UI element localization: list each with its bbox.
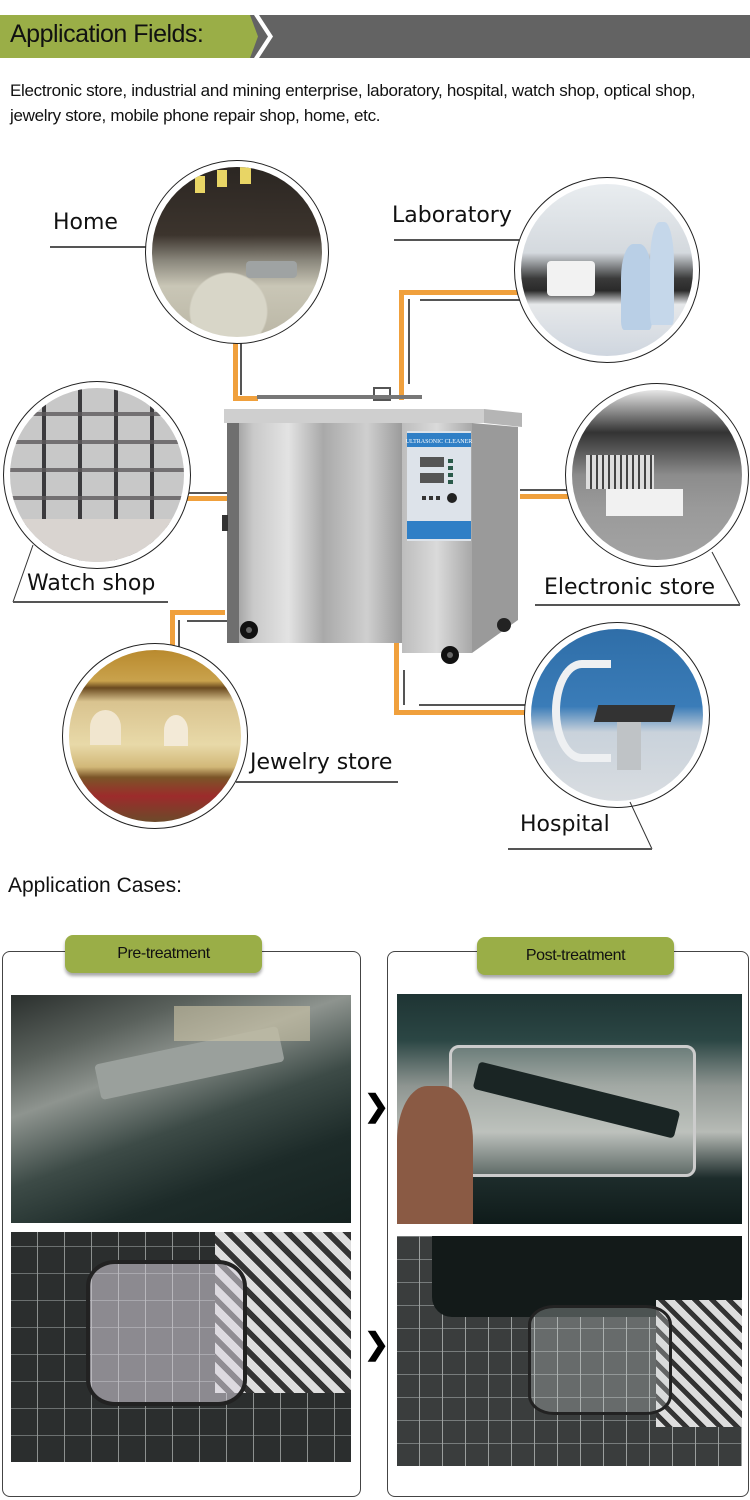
- label-underline-jewelry-store: [236, 781, 398, 783]
- header-banner-accent: [0, 15, 258, 58]
- connector-lab-gray-h: [420, 299, 530, 301]
- connector-home-orange-h: [233, 396, 258, 401]
- arrow-icon: ❯: [364, 1090, 390, 1123]
- connector-lab-gray: [408, 299, 410, 384]
- kitchen-photo: [152, 167, 322, 337]
- page-title: Application Fields:: [10, 20, 204, 48]
- field-circle-laboratory: [514, 177, 700, 363]
- field-circle-hospital: [524, 622, 710, 808]
- field-circle-watch-shop: [3, 381, 191, 569]
- clean-watch-band-photo: [397, 994, 742, 1224]
- field-circle-electronic-store: [565, 383, 749, 567]
- label-pointer-watch-shop: [12, 544, 168, 603]
- laboratory-photo: [521, 184, 693, 356]
- panel-label: ULTRASONIC CLEANER: [406, 439, 473, 445]
- connector-hospital-gray: [403, 670, 405, 705]
- label-underline-laboratory: [394, 239, 519, 241]
- label-underline-home: [50, 246, 146, 248]
- connector-watch-orange: [178, 496, 228, 501]
- connector-jewelry-gray: [178, 620, 180, 658]
- field-label-watch-shop: Watch shop: [27, 571, 156, 596]
- label-pointer-electronic-store: [535, 551, 741, 606]
- connector-jewelry-orange: [170, 610, 175, 660]
- field-label-home: Home: [53, 210, 118, 235]
- field-label-electronic-store: Electronic store: [544, 575, 716, 600]
- cases-title: Application Cases:: [8, 874, 182, 897]
- connector-hospital-orange: [394, 635, 399, 715]
- connector-home-gray: [240, 335, 242, 395]
- pre-treatment-tag: Pre-treatment: [65, 935, 262, 973]
- watch-shop-photo: [10, 388, 184, 562]
- connector-electronic-gray: [520, 489, 570, 491]
- jewelry-store-photo: [69, 650, 241, 822]
- arrow-icon: ❯: [364, 1328, 390, 1361]
- connector-electronic-orange: [520, 494, 570, 499]
- clean-glasses-photo: [397, 1236, 742, 1466]
- field-label-jewelry-store: Jewelry store: [250, 750, 393, 775]
- connector-jewelry-gray-h: [187, 620, 242, 622]
- intro-text: Electronic store, industrial and mining …: [10, 81, 696, 125]
- ultrasonic-cleaner-illustration: ULTRASONIC CLEANER: [222, 387, 522, 664]
- dirty-watch-band-photo: [11, 995, 351, 1223]
- label-pointer-hospital: [508, 801, 653, 850]
- post-treatment-tag: Post-treatment: [477, 937, 674, 975]
- field-circle-home: [145, 160, 329, 344]
- electronic-store-photo: [572, 390, 742, 560]
- connector-watch-gray: [178, 492, 228, 494]
- connector-lab-orange: [399, 290, 404, 400]
- connector-home-orange: [233, 335, 238, 400]
- connector-hospital-gray-h: [419, 704, 534, 706]
- field-label-hospital: Hospital: [520, 812, 610, 837]
- connector-lab-orange-h: [399, 290, 529, 295]
- connector-jewelry-orange-h: [170, 610, 225, 615]
- connector-hospital-orange-h: [394, 710, 534, 715]
- field-label-laboratory: Laboratory: [392, 203, 512, 228]
- field-circle-jewelry-store: [62, 643, 248, 829]
- dirty-glasses-photo: [11, 1232, 351, 1462]
- ultrasonic-cleaner-image: ULTRASONIC CLEANER: [222, 385, 530, 665]
- hospital-photo: [531, 629, 703, 801]
